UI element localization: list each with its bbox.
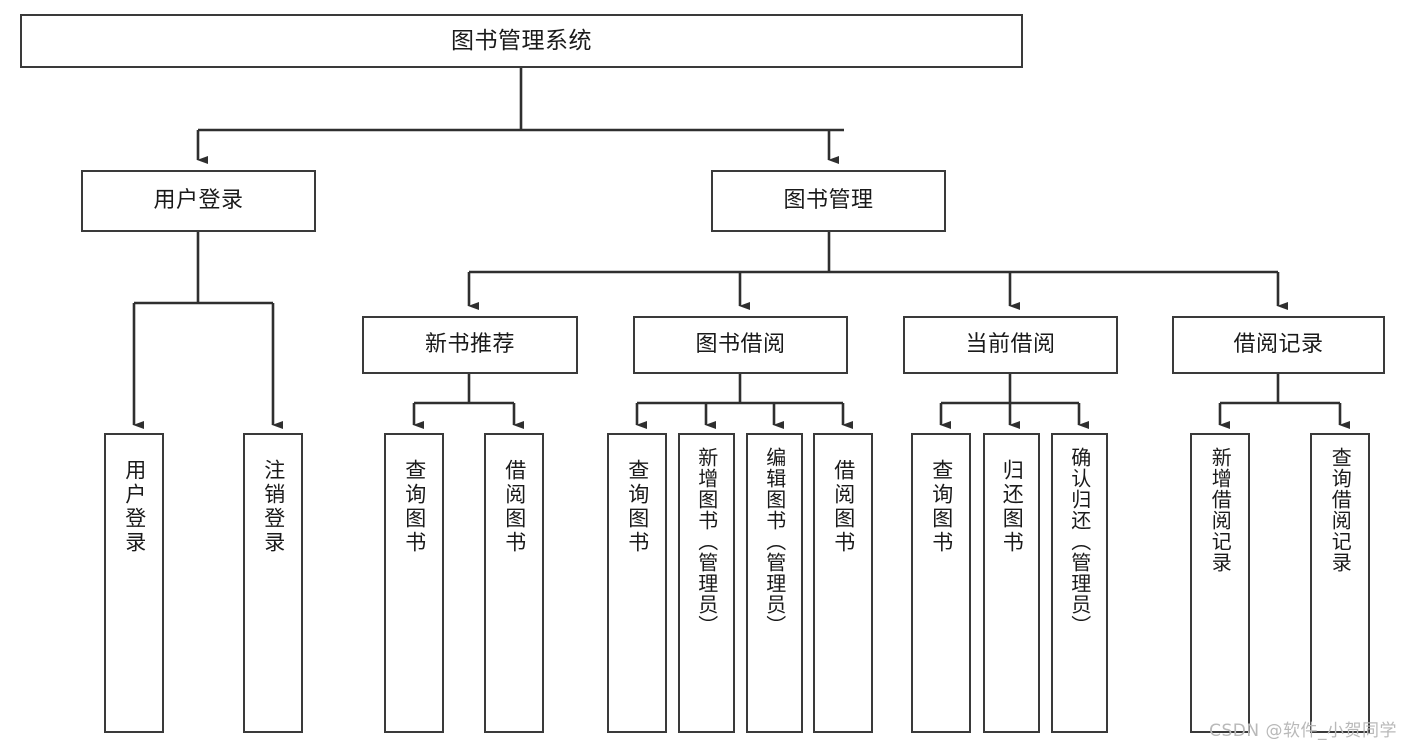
node-label: 用户登录 bbox=[153, 188, 244, 214]
leaf-user-login-login[interactable]: 用户登录 bbox=[104, 433, 164, 733]
leaf-book-borrow-borrow-book[interactable]: 借阅图书 bbox=[813, 433, 873, 733]
leaf-current-borrow-return-book[interactable]: 归还图书 bbox=[983, 433, 1040, 733]
leaf-borrow-record-query-record[interactable]: 查询借阅记录 bbox=[1310, 433, 1370, 733]
csdn-watermark: CSDN @软件_小贺同学 bbox=[1209, 721, 1397, 741]
node-root-book-management-system[interactable]: 图书管理系统 bbox=[20, 14, 1023, 68]
node-label: 借阅记录 bbox=[1233, 332, 1324, 358]
node-new-book-recommend[interactable]: 新书推荐 bbox=[362, 316, 578, 374]
leaf-new-book-query-book[interactable]: 查询图书 bbox=[384, 433, 444, 733]
node-current-borrow[interactable]: 当前借阅 bbox=[903, 316, 1118, 374]
node-label: 归还图书 bbox=[1000, 459, 1025, 555]
leaf-borrow-record-add-record[interactable]: 新增借阅记录 bbox=[1190, 433, 1250, 733]
leaf-book-borrow-add-book-admin[interactable]: 新增图书（管理员） bbox=[678, 433, 735, 733]
leaf-book-borrow-query-book[interactable]: 查询图书 bbox=[607, 433, 667, 733]
node-label: 新增图书（管理员） bbox=[694, 447, 719, 636]
node-label: 新增借阅记录 bbox=[1208, 447, 1233, 573]
leaf-user-login-logout[interactable]: 注销登录 bbox=[243, 433, 303, 733]
node-label: 确认归还（管理员） bbox=[1067, 447, 1092, 636]
node-book-borrow[interactable]: 图书借阅 bbox=[633, 316, 848, 374]
leaf-new-book-borrow-book[interactable]: 借阅图书 bbox=[484, 433, 544, 733]
node-label: 查询图书 bbox=[929, 459, 954, 555]
node-label: 用户登录 bbox=[122, 459, 147, 555]
node-label: 借阅图书 bbox=[831, 459, 856, 555]
leaf-book-borrow-edit-book-admin[interactable]: 编辑图书（管理员） bbox=[746, 433, 803, 733]
node-label: 当前借阅 bbox=[965, 332, 1056, 358]
node-book-management[interactable]: 图书管理 bbox=[711, 170, 946, 232]
node-label: 查询借阅记录 bbox=[1328, 447, 1353, 573]
node-label: 查询图书 bbox=[402, 459, 427, 555]
node-label: 图书管理系统 bbox=[451, 27, 592, 54]
node-label: 编辑图书（管理员） bbox=[762, 447, 787, 636]
node-label: 查询图书 bbox=[625, 459, 650, 555]
node-borrow-record[interactable]: 借阅记录 bbox=[1172, 316, 1385, 374]
node-label: 注销登录 bbox=[261, 459, 286, 555]
leaf-current-borrow-query-book[interactable]: 查询图书 bbox=[911, 433, 971, 733]
node-label: 借阅图书 bbox=[502, 459, 527, 555]
leaf-current-borrow-confirm-return-admin[interactable]: 确认归还（管理员） bbox=[1051, 433, 1108, 733]
node-label: 图书借阅 bbox=[695, 332, 786, 358]
node-user-login[interactable]: 用户登录 bbox=[81, 170, 316, 232]
node-label: 新书推荐 bbox=[424, 332, 515, 358]
node-label: 图书管理 bbox=[783, 188, 874, 214]
